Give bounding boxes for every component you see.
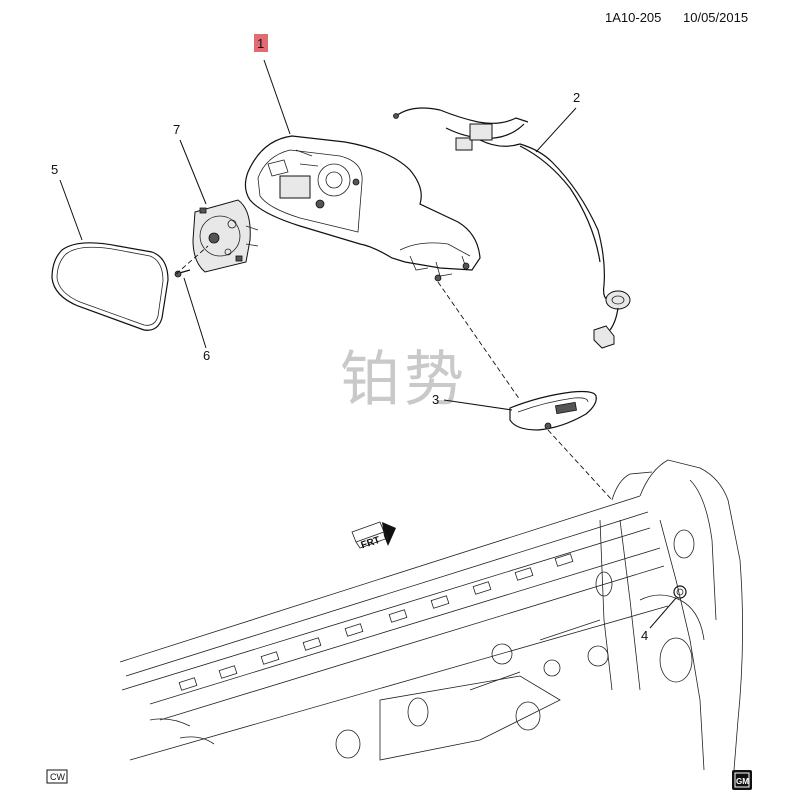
wiring-harness-part-2[interactable] [393,107,631,349]
diagram-header: 1A10-205 10/05/2015 [605,10,748,25]
callout-1-highlight [254,34,268,52]
mirror-seal-part-3[interactable] [509,390,597,431]
door-frame-slots [178,553,574,691]
callout-2[interactable]: 2 [573,90,580,105]
corner-left-label: CW [50,772,65,782]
screw-part-6[interactable] [174,269,191,278]
callout-1[interactable]: 1 [257,36,264,51]
gm-logo-text: GM [736,777,749,786]
callout-6[interactable]: 6 [203,348,210,363]
watermark: 铂势 [340,345,468,415]
corner-badge-left: CW [46,769,68,784]
callout-5[interactable]: 5 [51,162,58,177]
leader-6 [183,277,207,349]
leader-3 [443,399,513,411]
callout-3[interactable]: 3 [432,392,439,407]
leader-7 [179,139,207,205]
front-label: FRT [360,535,382,551]
leader-4 [649,597,677,629]
callouts: 1 2 3 4 5 6 7 [51,34,677,643]
diagram-code: 1A10-205 [605,10,661,25]
diagram-date: 10/05/2015 [683,10,748,25]
alignment-lines [175,245,613,501]
leader-2 [535,107,577,153]
front-direction-tag: FRT [351,521,396,551]
gm-logo: GM [732,770,752,790]
callout-4[interactable]: 4 [641,628,648,643]
mirror-glass-part-5[interactable] [51,242,169,331]
mirror-actuator-part-7[interactable] [192,199,259,273]
leader-5 [59,179,83,241]
door-frame [119,459,743,771]
leader-1 [263,59,291,135]
callout-7[interactable]: 7 [173,122,180,137]
mirror-housing-part-1[interactable] [244,135,481,282]
